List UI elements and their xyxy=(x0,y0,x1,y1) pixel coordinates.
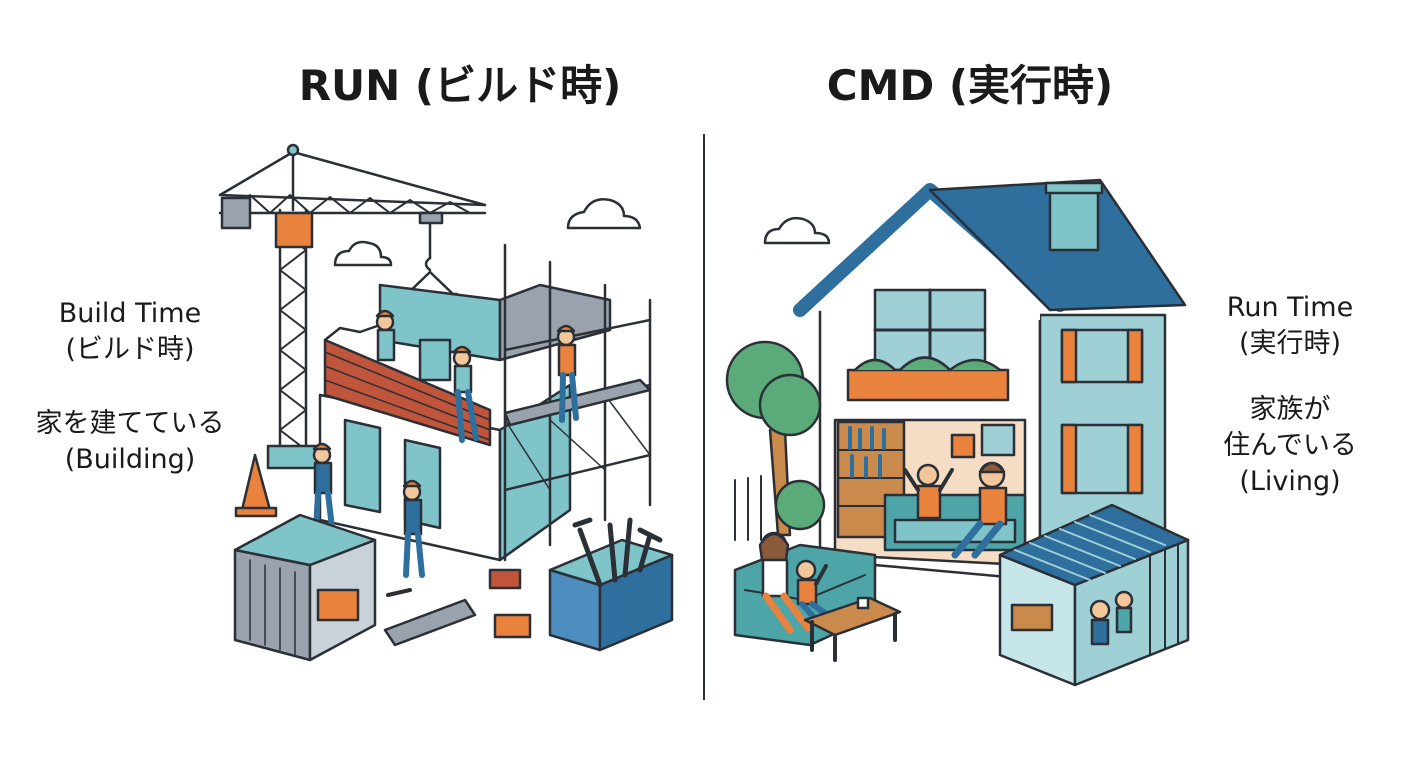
shipping-container-icon xyxy=(998,503,1190,687)
traffic-cone-icon xyxy=(234,453,278,518)
build-time-jp-label: (ビルド時) xyxy=(65,334,195,365)
title-run: RUN (ビルド時) xyxy=(298,61,622,110)
cloud-icon xyxy=(333,198,642,267)
living-en-label: (Living) xyxy=(1239,466,1341,497)
center-divider xyxy=(703,134,705,700)
toolbox-icon xyxy=(548,517,674,652)
title-cmd: CMD (実行時) xyxy=(826,61,1114,110)
shipping-container-icon xyxy=(233,513,377,662)
building-jp-label: 家を建てている xyxy=(35,408,225,439)
table-icon xyxy=(803,596,902,662)
tree-icon xyxy=(725,340,826,541)
worker-icon xyxy=(312,309,579,578)
cloud-icon xyxy=(763,216,831,245)
run-time-jp-label: (実行時) xyxy=(1238,328,1342,359)
right-labels: Run Time (実行時) 家族が 住んでいる (Living) xyxy=(1180,290,1400,500)
brick-icon xyxy=(493,613,532,639)
run-time-label: Run Time xyxy=(1226,292,1354,323)
family-icon xyxy=(903,461,1008,559)
brick-wall-icon xyxy=(323,323,492,447)
brick-icon xyxy=(488,568,522,590)
left-labels: Build Time (ビルド時) 家を建てている (Building) xyxy=(10,296,250,478)
building-en-label: (Building) xyxy=(64,444,196,475)
living-jp-label-2: 住んでいる xyxy=(1223,430,1357,461)
build-time-label: Build Time xyxy=(58,298,202,329)
living-jp-label-1: 家族が xyxy=(1249,394,1331,425)
hammer-icon xyxy=(386,588,412,597)
steel-beam-icon xyxy=(383,598,477,647)
